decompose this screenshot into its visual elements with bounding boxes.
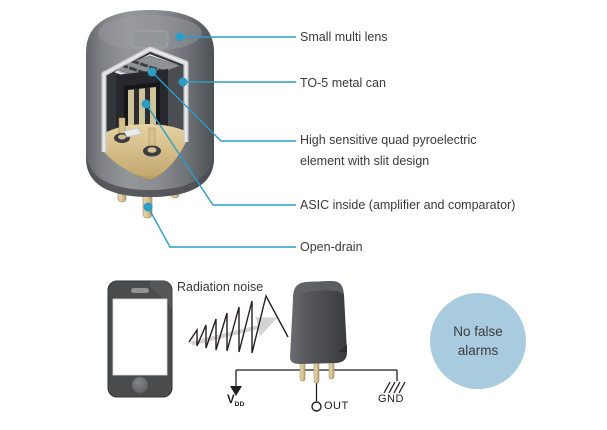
- vdd-label: VDD: [227, 394, 245, 408]
- no-false-alarms-bubble: No false alarms: [430, 293, 526, 389]
- gnd-label: GND: [378, 393, 404, 405]
- callout-label-open-drain: Open-drain: [300, 240, 363, 254]
- callout-label-lens: Small multi lens: [300, 30, 388, 44]
- callout-lines: [145, 36, 296, 248]
- noise-waveform: [188, 294, 289, 354]
- vdd-label-sub: DD: [234, 401, 245, 408]
- out-label: OUT: [324, 400, 349, 412]
- callout-label-element-line1: High sensitive quad pyroelectric: [300, 133, 477, 147]
- pyro-element: [128, 87, 156, 128]
- phone-illustration: [107, 280, 173, 398]
- callout-label-element-line2: element with slit design: [300, 154, 430, 168]
- sensor-cutaway-illustration: [86, 10, 214, 219]
- out-terminal: [311, 401, 322, 412]
- phone-speaker: [131, 288, 149, 293]
- radiation-noise-label: Radiation noise: [177, 280, 264, 294]
- callout-dots: [141, 32, 188, 212]
- callout-label-element: High sensitive quad pyroelectric element…: [300, 130, 476, 172]
- phone-home-button: [132, 377, 148, 393]
- bond-block: [123, 127, 142, 138]
- gnd-symbol: [383, 381, 406, 394]
- vdd-arrow: [230, 386, 242, 396]
- callout-label-asic: ASIC inside (amplifier and comparator): [300, 198, 516, 212]
- bubble-line2: alarms: [457, 343, 499, 358]
- top-lens-outline: [131, 30, 169, 49]
- callout-label-can: TO-5 metal can: [300, 76, 386, 90]
- bubble-line1: No false: [453, 324, 503, 339]
- phone-screen: [112, 298, 168, 376]
- vdd-label-main: V: [227, 394, 235, 406]
- noise-arrow: [190, 317, 278, 346]
- sensor-illustration-small: [290, 281, 347, 384]
